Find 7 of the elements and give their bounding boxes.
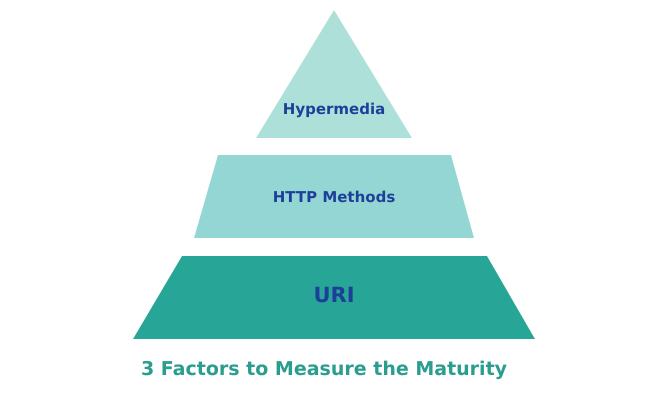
- trapezoid-tier: [194, 155, 474, 238]
- tier-label: URI: [312, 283, 356, 307]
- tier-label: HTTP Methods: [272, 188, 396, 206]
- triangle-tier: [256, 10, 412, 138]
- tier-label: Hypermedia: [282, 100, 386, 118]
- trapezoid-tier: [133, 256, 535, 339]
- caption: 3 Factors to Measure the Maturity: [140, 358, 508, 380]
